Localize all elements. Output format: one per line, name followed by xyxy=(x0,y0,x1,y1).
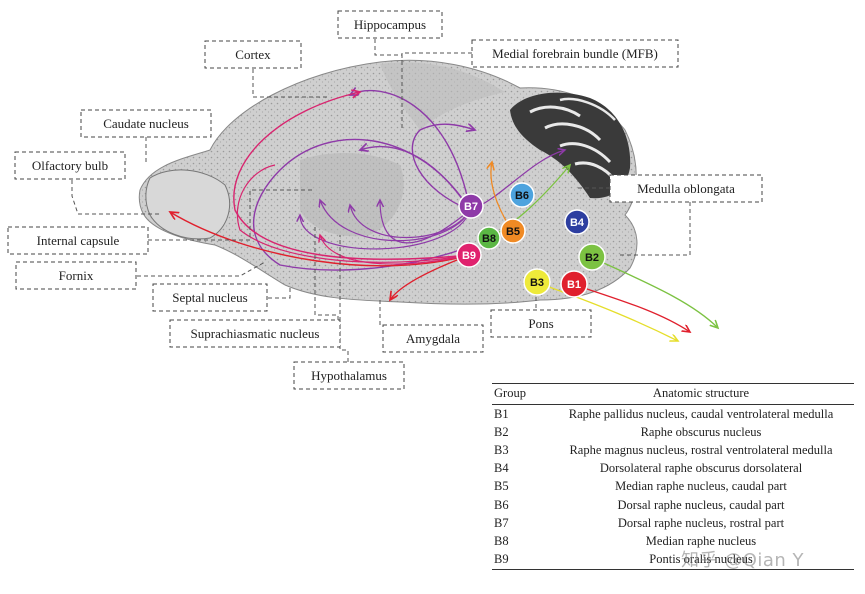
group-cell: B8 xyxy=(494,533,509,548)
label-hippocampus: Hippocampus xyxy=(337,10,443,39)
svg-text:B2: B2 xyxy=(585,252,599,264)
label-olfactory: Olfactory bulb xyxy=(14,151,126,180)
label-fornix: Fornix xyxy=(15,261,137,290)
label-pons-text: Pons xyxy=(528,316,553,331)
group-cell: B9 xyxy=(492,550,546,570)
table-row: B8 Median raphe nucleus xyxy=(492,532,854,550)
group-cell: B5 xyxy=(494,479,509,494)
node-b3: B3 xyxy=(523,268,551,296)
svg-text:B7: B7 xyxy=(464,201,478,213)
table-row: B1 Raphe pallidus nucleus, caudal ventrol… xyxy=(492,405,854,424)
header-group: Group xyxy=(492,383,546,405)
label-caudate: Caudate nucleus xyxy=(80,109,212,138)
node-b8: B8 xyxy=(477,226,501,250)
node-b2: B2 xyxy=(578,243,606,271)
structure-cell: Raphe obscurus nucleus xyxy=(640,424,762,439)
structure-cell: Raphe pallidus nucleus, caudal ventrolat… xyxy=(568,406,834,421)
svg-text:B8: B8 xyxy=(482,233,496,245)
group-cell: B2 xyxy=(494,424,509,439)
node-b5: B5 xyxy=(500,218,526,244)
label-mfb-text: Medial forebrain bundle (MFB) xyxy=(492,46,658,61)
node-b1: B1 xyxy=(560,270,588,298)
svg-text:B9: B9 xyxy=(462,250,476,262)
structure-cell: Median raphe nucleus xyxy=(645,533,757,548)
node-b6: B6 xyxy=(509,182,535,208)
label-septal-text: Septal nucleus xyxy=(172,290,247,305)
label-medulla-text: Medulla oblongata xyxy=(637,181,735,196)
label-amygdala: Amygdala xyxy=(382,324,484,353)
label-hippocampus-text: Hippocampus xyxy=(354,17,426,32)
structure-cell: Median raphe nucleus, caudal part xyxy=(615,479,787,494)
label-fornix-text: Fornix xyxy=(59,268,94,283)
label-mfb: Medial forebrain bundle (MFB) xyxy=(471,39,679,68)
svg-text:B4: B4 xyxy=(570,217,585,229)
table-row: B3 Raphe magnus nucleus, rostral ventrola… xyxy=(492,441,854,459)
svg-text:B1: B1 xyxy=(567,279,581,291)
node-b7: B7 xyxy=(458,193,484,219)
label-septal: Septal nucleus xyxy=(152,283,268,312)
label-medulla: Medulla oblongata xyxy=(609,174,763,203)
label-pons: Pons xyxy=(490,309,592,338)
header-structure: Anatomic structure xyxy=(546,383,854,405)
label-hypothalamus-text: Hypothalamus xyxy=(311,368,387,383)
table-row: B6 Dorsal raphe nucleus, caudal part xyxy=(492,496,854,514)
table-row: B7 Dorsal raphe nucleus, rostral part xyxy=(492,514,854,532)
label-internal-capsule: Internal capsule xyxy=(7,226,149,255)
label-hypothalamus: Hypothalamus xyxy=(293,361,405,390)
group-cell: B6 xyxy=(494,497,509,512)
svg-text:B5: B5 xyxy=(506,226,520,238)
raphe-nodes: B7 B6 B5 B8 B9 B4 B2 B3 xyxy=(456,182,606,298)
structure-cell: Pontis oralis nucleus xyxy=(546,550,854,570)
label-suprachiasmatic: Suprachiasmatic nucleus xyxy=(169,319,341,348)
label-internal-capsule-text: Internal capsule xyxy=(37,233,120,248)
label-suprachiasmatic-text: Suprachiasmatic nucleus xyxy=(191,326,320,341)
watermark: 知乎 @Qian Y xyxy=(681,550,805,571)
svg-text:B3: B3 xyxy=(530,277,544,289)
group-cell: B3 xyxy=(494,442,509,457)
svg-text:B6: B6 xyxy=(515,190,529,202)
label-cortex: Cortex xyxy=(204,40,302,69)
table-row: B4 Dorsolateral raphe obscurus dorsolater… xyxy=(492,460,854,478)
node-b4: B4 xyxy=(564,209,590,235)
label-olfactory-text: Olfactory bulb xyxy=(32,158,108,173)
structure-cell: Dorsolateral raphe obscurus dorsolateral xyxy=(599,461,803,476)
structure-cell: Raphe magnus nucleus, rostral ventrolate… xyxy=(569,442,833,457)
group-cell: B7 xyxy=(494,515,509,530)
label-caudate-text: Caudate nucleus xyxy=(103,116,189,131)
table-header-row: Group Anatomic structure xyxy=(492,383,854,405)
group-cell: B1 xyxy=(494,406,509,421)
structure-cell: Dorsal raphe nucleus, caudal part xyxy=(617,497,785,512)
olfactory-bulb-shape xyxy=(145,169,231,240)
label-amygdala-text: Amygdala xyxy=(406,331,460,346)
table-row: B2 Raphe obscurus nucleus xyxy=(492,423,854,441)
group-legend-table: Group Anatomic structure B1 Raphe pallidu… xyxy=(492,383,854,570)
label-cortex-text: Cortex xyxy=(235,47,271,62)
structure-cell: Dorsal raphe nucleus, rostral part xyxy=(617,515,785,530)
node-b9: B9 xyxy=(456,242,482,268)
group-cell: B4 xyxy=(494,461,509,476)
table-row: B5 Median raphe nucleus, caudal part xyxy=(492,478,854,496)
